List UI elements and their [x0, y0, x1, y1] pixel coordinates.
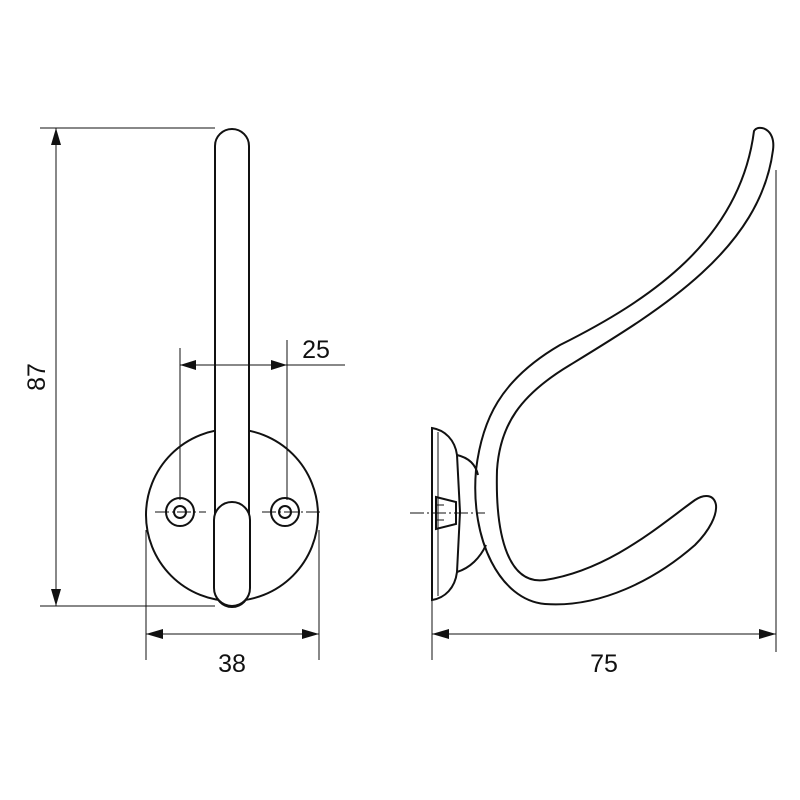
height-arrow-bottom: [51, 589, 61, 606]
hook-outer-outline: [474, 126, 775, 606]
screw-head: [435, 495, 457, 531]
hole-spacing-label: 25: [302, 336, 330, 364]
depth-arrow-right: [759, 629, 776, 639]
hook-tip-front: [213, 501, 251, 607]
height-arrow-top: [51, 128, 61, 145]
depth-label: 75: [590, 650, 618, 678]
front-view: 25 87 38: [23, 127, 345, 678]
wall-plate-side: [431, 426, 462, 602]
hook-neck-lower: [456, 544, 487, 573]
width-label: 38: [218, 650, 246, 678]
width-arrow-right: [302, 629, 319, 639]
hole-spacing-arrow-right: [271, 360, 287, 370]
side-view: 75: [410, 126, 777, 678]
hole-spacing-arrow-left: [180, 360, 196, 370]
height-label: 87: [23, 363, 51, 391]
depth-arrow-left: [432, 629, 449, 639]
width-arrow-left: [146, 629, 163, 639]
hook-neck: [456, 454, 479, 476]
